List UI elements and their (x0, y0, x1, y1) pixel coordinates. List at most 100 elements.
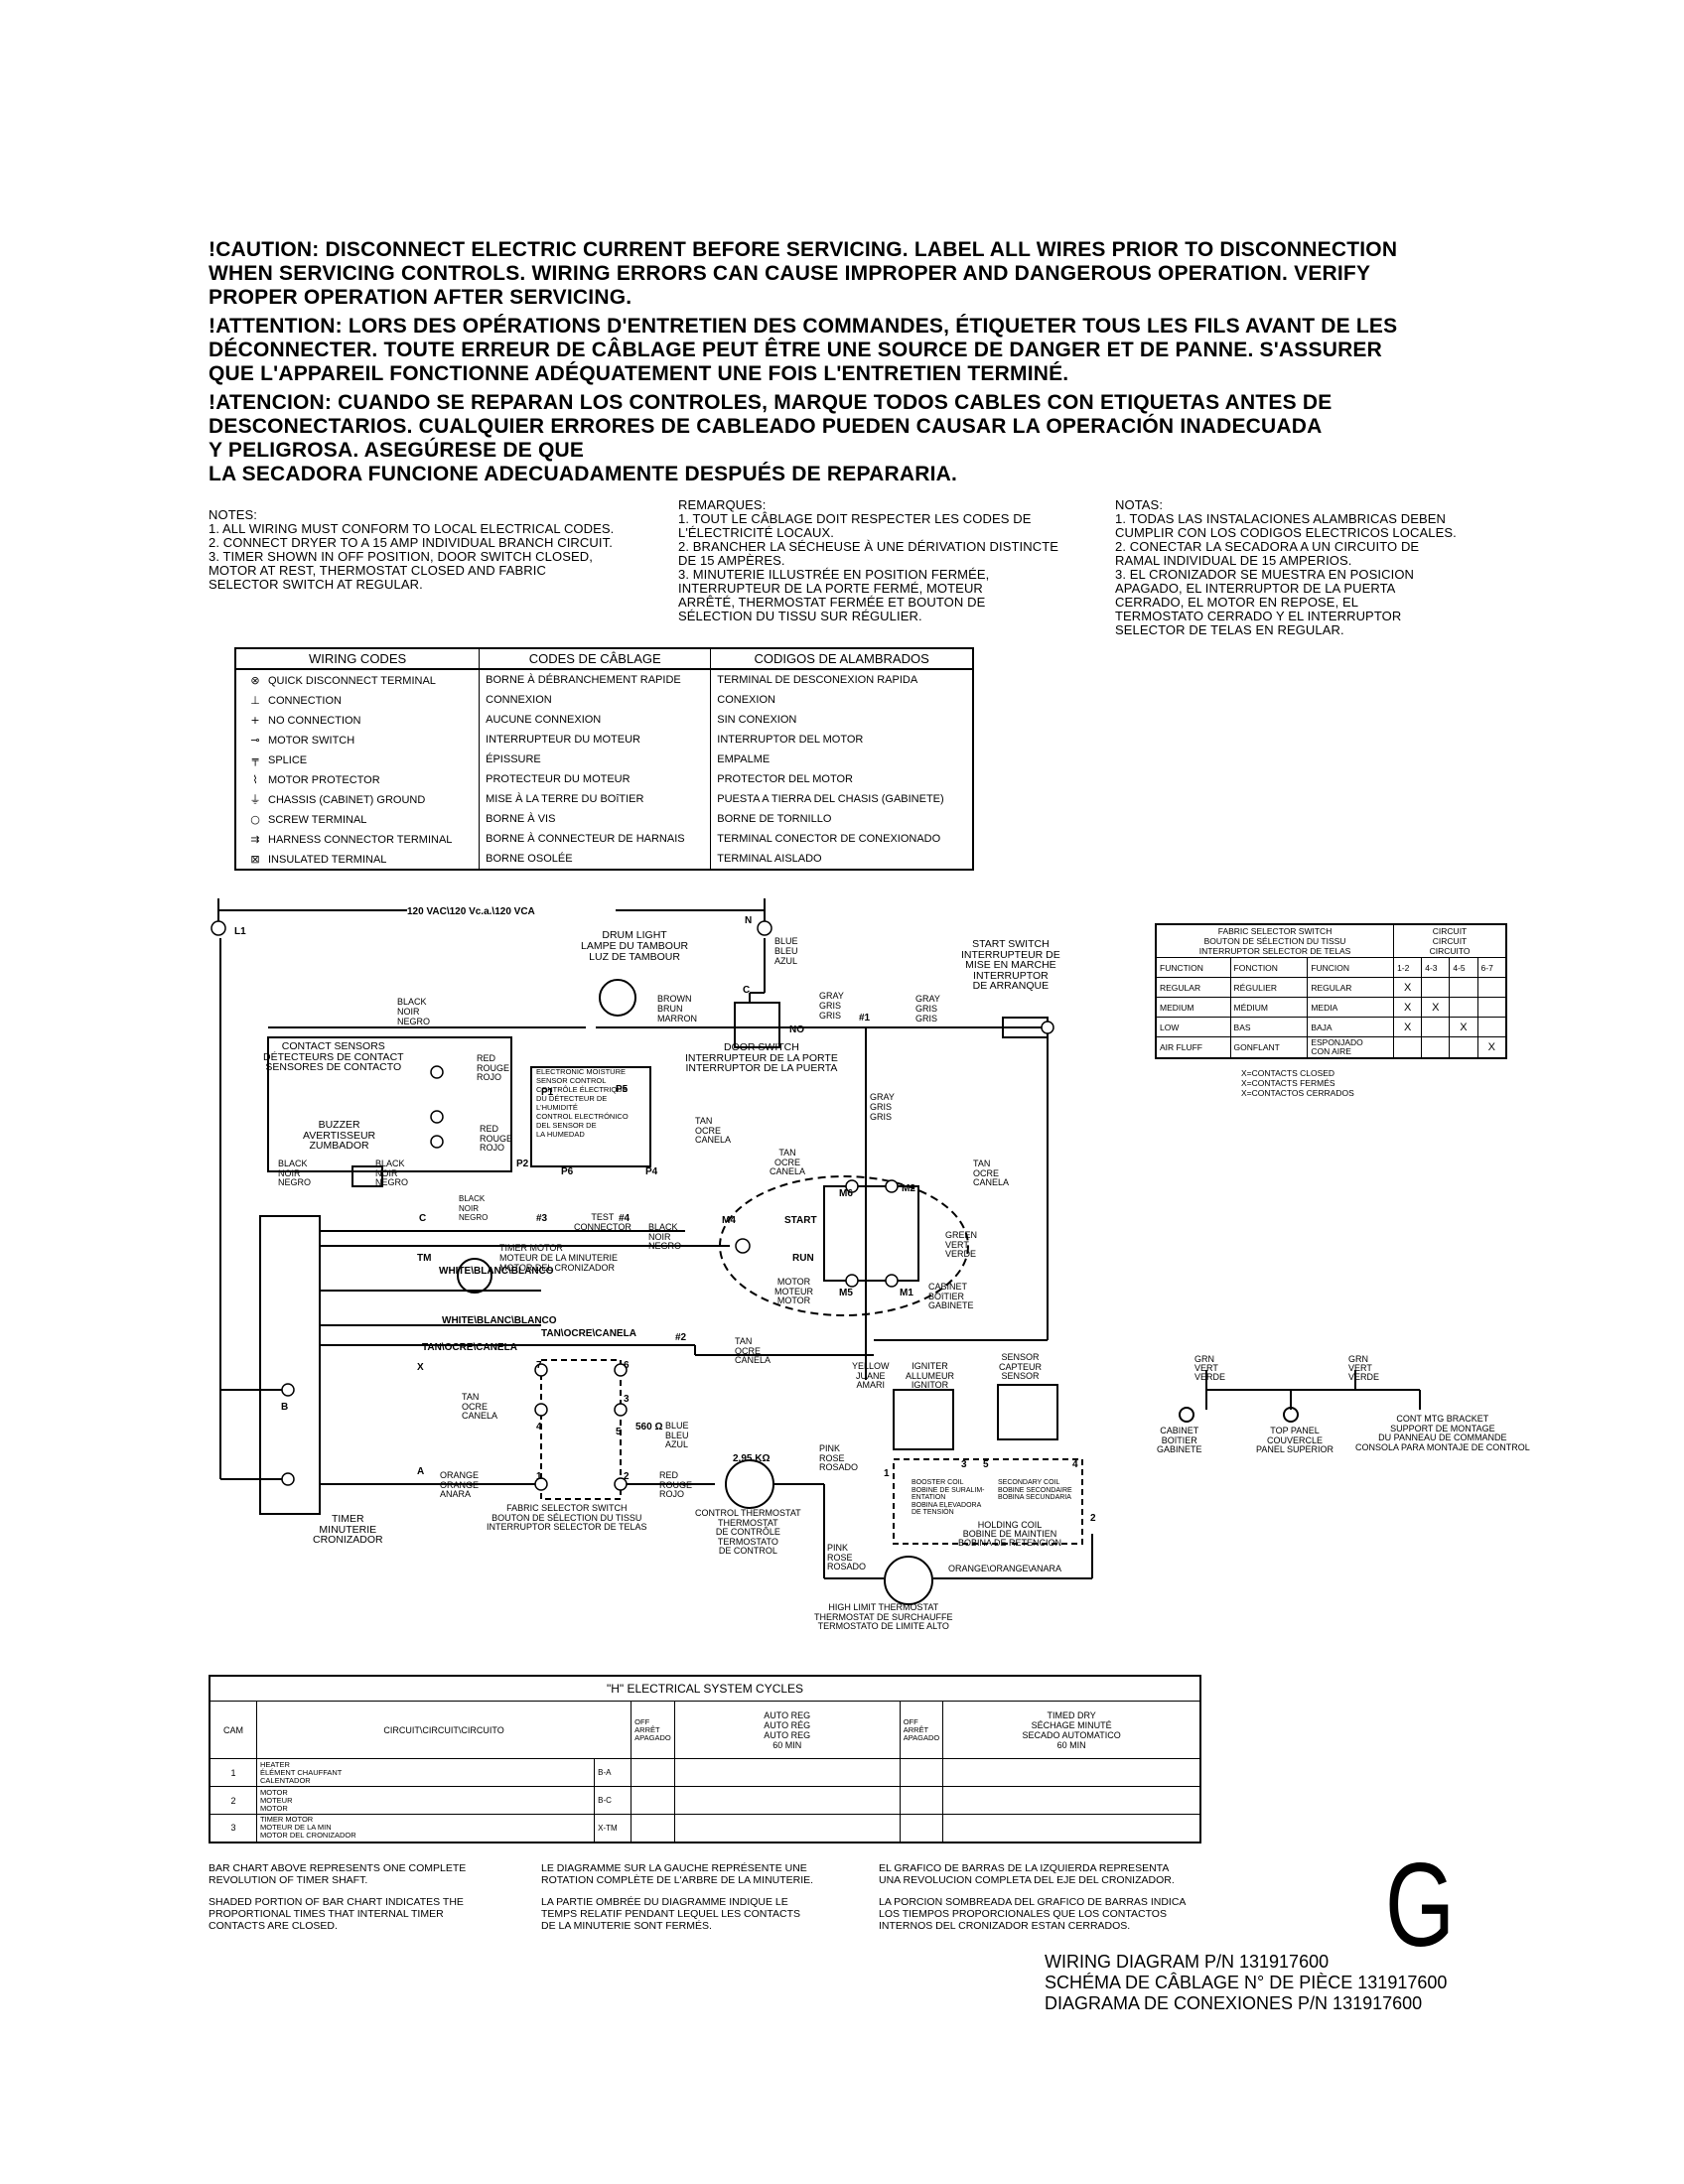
start-label: START (784, 1215, 817, 1226)
cell (1421, 1036, 1451, 1059)
orange2-label: ORANGE\ORANGE\ANARA (948, 1564, 1062, 1573)
cell (1449, 1036, 1478, 1059)
ground-top-panel-label: TOP PANEL COUVERCLE PANEL SUPERIOR (1256, 1426, 1334, 1454)
code-es: EMPALME (717, 753, 771, 765)
code-es: PROTECTOR DEL MOTOR (717, 773, 853, 785)
circuit-name-cell: HEATER ÉLÉMENT CHAUFFANT CALENTADOR (255, 1758, 596, 1787)
motor-protector-icon: ⌇ (252, 772, 258, 786)
orange1-label: ORANGE ORANGE ANARA (440, 1470, 480, 1499)
fabric-note: X=CONTACTS CLOSED X=CONTACTS FERMÉS X=CO… (1241, 1068, 1354, 1098)
black2-label: BLACK NOIR NEGRO (278, 1159, 312, 1187)
cell (1393, 1036, 1423, 1059)
code-fr: INTERRUPTEUR DU MOTEUR (479, 730, 712, 750)
pink2-label: PINK ROSE ROSADO (827, 1543, 867, 1571)
start-switch-label: START SWITCH INTERRUPTEUR DE MISE EN MAR… (961, 938, 1060, 992)
bar-note-es-2: LA PORCION SOMBREADA DEL GRAFICO DE BARR… (879, 1896, 1187, 1932)
cabinet-label: CABINET BOîTIER GABINETE (928, 1282, 974, 1310)
white-label: WHITE\BLANC\BLANCO (439, 1266, 554, 1277)
harness-connector-icon: ⇉ (250, 832, 260, 846)
circuit-code-cell: B-A (594, 1758, 632, 1787)
cycles-table: "H" ELECTRICAL SYSTEM CYCLES CAM CIRCUIT… (209, 1675, 1201, 1843)
cell: AIR FLUFF (1155, 1036, 1231, 1059)
caution-block: !CAUTION: DISCONNECT ELECTRIC CURRENT BE… (209, 238, 1519, 491)
control-thermostat-label: CONTROL THERMOSTAT THERMOSTAT DE CONTRÔL… (695, 1508, 801, 1556)
drum-light-label: DRUM LIGHT LAMPE DU TAMBOUR LUZ DE TAMBO… (581, 929, 689, 963)
caution-en: !CAUTION: DISCONNECT ELECTRIC CURRENT BE… (209, 238, 1398, 309)
blue2-label: BLUE BLEU AZUL (665, 1421, 689, 1449)
cell: X (1393, 977, 1423, 998)
tan1-label: TAN OCRE CANELA (695, 1116, 732, 1145)
no-label: NO (789, 1024, 804, 1035)
bar-note-fr-1: LE DIAGRAMME SUR LA GAUCHE REPRÉSENTE UN… (541, 1862, 814, 1886)
ign-5-label: 5 (983, 1459, 989, 1470)
black5-label: BLACK NOIR NEGRO (648, 1222, 682, 1251)
k295-label: 2.95 KΩ (733, 1453, 770, 1464)
terminal-b-label: B (281, 1402, 288, 1413)
table-row: ⊥CONNECTION CONNEXION CONEXION (235, 690, 973, 710)
high-limit-label: HIGH LIMIT THERMOSTAT THERMOSTAT DE SURC… (814, 1602, 953, 1631)
code-fr: ÉPISSURE (479, 750, 712, 769)
fabric-selector-table: FABRIC SELECTOR SWITCH BOUTON DE SÉLECTI… (1155, 923, 1507, 1059)
code-en: MOTOR PROTECTOR (268, 773, 380, 786)
supply-label: 120 VAC\120 Vc.a.\120 VCA (407, 906, 535, 917)
no-connection-icon: + (250, 713, 260, 727)
code-fr: BORNE OSOLÉE (479, 849, 712, 870)
chassis-ground-icon: ⏚ (249, 793, 261, 806)
contact-sensors-label: CONTACT SENSORS DÉTECTEURS DE CONTACT SE… (263, 1040, 404, 1073)
code-fr: BORNE À DÉBRANCHEMENT RAPIDE (479, 669, 712, 690)
terminal-c-label: C (419, 1213, 426, 1224)
cell: X (1393, 1017, 1423, 1037)
p6-label: P6 (561, 1166, 574, 1177)
sw-2-label: 2 (624, 1471, 630, 1482)
terminal-x-label: X (417, 1362, 424, 1373)
code-en: CHASSIS (CABINET) GROUND (268, 794, 426, 806)
table-row: LOW BAS BAJA X X (1155, 1017, 1507, 1037)
code-en: SCREW TERMINAL (268, 813, 367, 826)
m2-label: M2 (902, 1183, 915, 1194)
table-row: 3 TIMER MOTOR MOTEUR DE LA MIN MOTOR DEL… (209, 1814, 1201, 1843)
buzzer-label: BUZZER AVERTISSEUR ZUMBADOR (303, 1119, 376, 1152)
notes-en: NOTES: 1. ALL WIRING MUST CONFORM TO LOC… (209, 507, 615, 592)
run-label: RUN (792, 1253, 814, 1264)
table-row: AIR FLUFF GONFLANT ESPONJADO CON AIRE X (1155, 1036, 1507, 1059)
sw-1-label: 1 (536, 1471, 542, 1482)
off2-header: OFF ARRÊT APAGADO (899, 1701, 944, 1759)
code-es: SIN CONEXION (717, 714, 797, 726)
caution-es: !ATENCION: CUANDO SE REPARAN LOS CONTROL… (209, 391, 1333, 485)
secondary-coil-label: SECONDARY COIL BOBINE SECONDAIRE BOBINA … (998, 1479, 1072, 1501)
door-switch-label: DOOR SWITCH INTERRUPTEUR DE LA PORTE INT… (685, 1041, 838, 1074)
table-row: ╤SPLICE ÉPISSURE EMPALME (235, 750, 973, 769)
caution-fr: !ATTENTION: LORS DES OPÉRATIONS D'ENTRET… (209, 315, 1398, 385)
cell (1421, 1017, 1451, 1037)
cell: LOW (1155, 1017, 1231, 1037)
cell: BAS (1229, 1017, 1309, 1037)
code-fr: AUCUNE CONNEXION (479, 710, 712, 730)
code-es: CONEXION (717, 694, 775, 706)
table-row: +NO CONNECTION AUCUNE CONNEXION SIN CONE… (235, 710, 973, 730)
sw-5-label: 5 (616, 1427, 622, 1437)
cell: X (1449, 1017, 1478, 1037)
wiring-codes-table: WIRING CODES CODES DE CÂBLAGE CODIGOS DE… (234, 647, 974, 871)
harness-3-label: #3 (536, 1213, 548, 1224)
circuit-code-cell: X-TM (594, 1814, 632, 1843)
bar-note-fr-2: LA PARTIE OMBRÉE DU DIAGRAMME INDIQUE LE… (541, 1896, 800, 1932)
title-block: WIRING DIAGRAM P/N 131917600 SCHÉMA DE C… (1045, 1952, 1448, 2013)
code-es: TERMINAL AISLADO (717, 853, 822, 865)
harness-4-label: #4 (619, 1213, 631, 1224)
sw-4-label: 4 (536, 1422, 542, 1433)
grn2-label: GRN VERT VERDE (1348, 1354, 1380, 1382)
igniter-label: IGNITER ALLUMEUR IGNITOR (906, 1361, 955, 1390)
ign-2-label: 2 (1090, 1513, 1096, 1524)
cell: ESPONJADO CON AIRE (1307, 1036, 1395, 1059)
l1-label: L1 (234, 926, 246, 937)
green-label: GREEN VERT VERDE (945, 1230, 978, 1259)
c-label: C (743, 985, 750, 996)
tm-label: TM (417, 1253, 431, 1264)
connection-icon: ⊥ (250, 693, 260, 707)
n-label: N (745, 915, 752, 926)
red3-label: RED ROUGE ROJO (659, 1470, 693, 1499)
pink1-label: PINK ROSE ROSADO (819, 1443, 859, 1472)
tan4-label: TAN OCRE CANELA (735, 1336, 772, 1365)
code-es: PUESTA A TIERRA DEL CHASIS (GABINETE) (717, 793, 944, 805)
m6-label: M6 (839, 1188, 853, 1199)
